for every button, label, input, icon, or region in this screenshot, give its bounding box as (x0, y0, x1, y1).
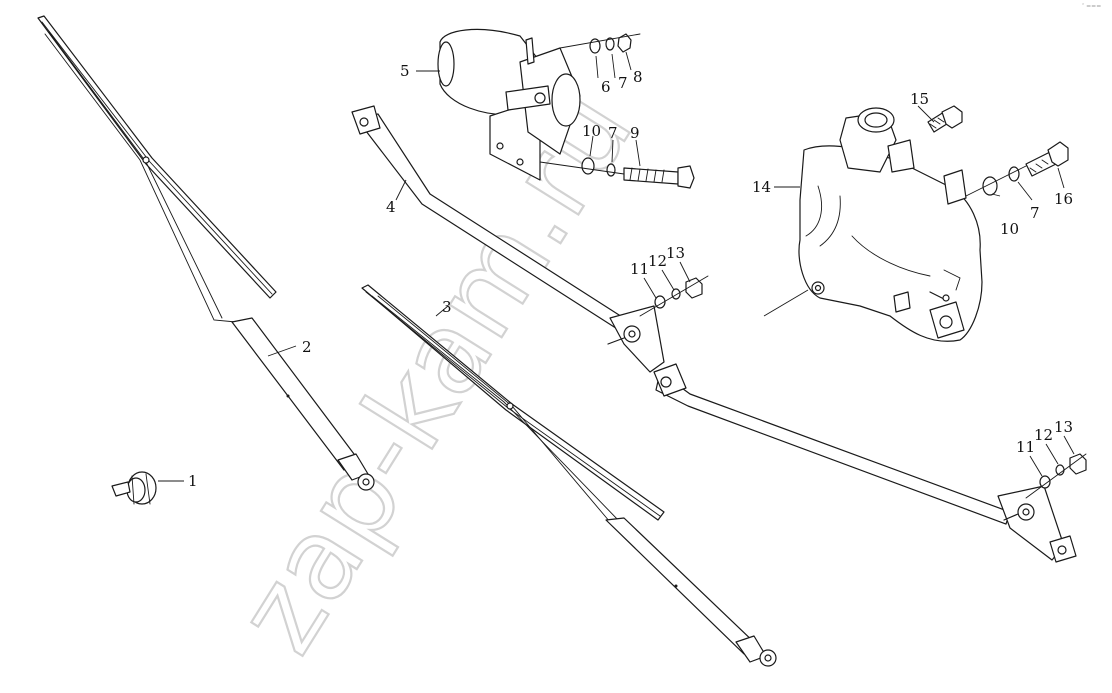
washer-10 (581, 157, 595, 175)
label-part-6: 6 (601, 78, 611, 96)
label-part-11-lower: 11 (1016, 438, 1035, 456)
lock-washer-7 (605, 37, 615, 51)
label-part-7-motor: 7 (608, 124, 618, 142)
bolt-16-head (1047, 141, 1069, 167)
label-part-12-upper: 12 (648, 252, 667, 270)
label-part-7-tank: 7 (1030, 204, 1040, 222)
label-part-16: 16 (1054, 190, 1073, 208)
label-part-12-lower: 12 (1034, 426, 1053, 444)
label-part-13-upper: 13 (666, 244, 685, 262)
motor-lower-fasteners (539, 157, 695, 189)
bolt-9-shank (623, 167, 679, 185)
right-wiper-arm (605, 517, 759, 655)
lower-pivot-fasteners (1025, 453, 1087, 499)
label-part-13-lower: 13 (1054, 418, 1073, 436)
washer-10b (982, 176, 998, 196)
label-part-11-upper: 11 (630, 260, 649, 278)
bolt-9-head (677, 165, 695, 189)
leader-lines (158, 51, 1075, 482)
left-wiper-assembly (37, 15, 375, 491)
label-part-1: 1 (188, 472, 198, 490)
label-part-8: 8 (633, 68, 643, 86)
right-wiper-assembly (361, 284, 777, 667)
mounting-tab-b (943, 169, 967, 205)
reservoir-fasteners (965, 141, 1069, 197)
label-part-15: 15 (910, 90, 929, 108)
washer-reservoir (798, 107, 983, 342)
wiper-cap (111, 471, 157, 505)
mounting-tab-a (887, 139, 915, 173)
bolt-15 (927, 105, 963, 133)
part-numbers: 1 2 3 4 5 6 7 8 10 7 9 14 15 16 10 7 11 … (188, 62, 1073, 490)
label-part-14: 14 (752, 178, 771, 196)
wiper-linkage (351, 105, 1077, 563)
left-wiper-blade (37, 15, 277, 299)
label-part-4: 4 (386, 198, 396, 216)
left-wiper-arm (231, 317, 361, 471)
right-wiper-blade (361, 284, 665, 521)
label-part-5: 5 (400, 62, 410, 80)
nut-8 (617, 33, 632, 53)
label-part-2: 2 (302, 338, 312, 356)
label-part-7-top: 7 (618, 74, 628, 92)
connecting-rod (655, 371, 1011, 525)
label-part-9: 9 (630, 124, 640, 142)
lock-washer-7b (606, 163, 616, 177)
label-part-3: 3 (442, 298, 452, 316)
wiper-motor (437, 28, 581, 181)
label-part-10-tank: 10 (1000, 220, 1019, 238)
corner-mark: ″ === (1082, 3, 1101, 10)
upper-pivot-fasteners (639, 275, 709, 317)
label-part-10-motor: 10 (582, 122, 601, 140)
motor-upper-fasteners (559, 33, 641, 54)
